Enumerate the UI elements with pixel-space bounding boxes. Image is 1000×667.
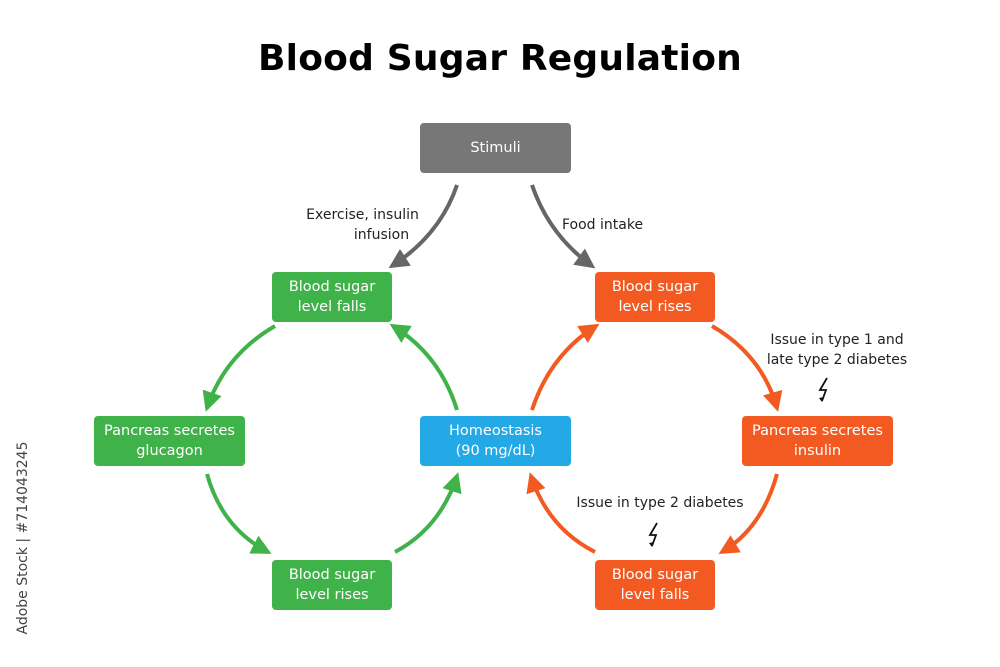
stimuli-label: Stimuli [470,140,521,156]
arrow-homeostasis-to-falls [389,323,459,411]
left-stimulus-line2: infusion [353,227,410,243]
arrow-rises-to-insulin [710,324,783,412]
lightning-bolt-icon [818,377,828,402]
arrow-stimuli-to-falls [388,184,459,269]
left-top-box: Blood sugar level falls [272,272,392,322]
stock-watermark: Adobe Stock | #714043245 [8,430,31,660]
stimuli-box: Stimuli [420,123,571,173]
homeostasis-line2: (90 mg/dL) [455,443,536,459]
lightning-bolt-icon [648,522,658,547]
left-side-line1: Pancreas secretes [104,423,235,439]
arrow-stimuli-to-rises [530,184,596,269]
left-stimulus-note: Exercise, insulin infusion [300,205,425,245]
right-side-box: Pancreas secretes insulin [742,416,893,466]
left-side-box: Pancreas secretes glucagon [94,416,245,466]
right-side-line1: Pancreas secretes [752,423,883,439]
right-top-box: Blood sugar level rises [595,272,715,322]
left-side-line2: glucagon [136,443,203,459]
arrow-falls-to-homeostasis [526,472,596,554]
right-bottom-line1: Blood sugar [611,567,699,583]
arrow-glucagon-to-rises [205,473,272,554]
issue-type1-note: Issue in type 1 and late type 2 diabetes [762,330,912,370]
issue-type1-line1: Issue in type 1 and [770,332,904,348]
arrow-homeostasis-to-rises [530,323,600,411]
left-bottom-line2: level rises [295,587,369,603]
page-title: Blood Sugar Regulation [258,38,742,79]
left-top-line2: level falls [297,299,367,315]
arrow-insulin-to-falls [718,473,779,555]
arrow-falls-to-glucagon [202,324,277,412]
right-bottom-box: Blood sugar level falls [595,560,715,610]
right-side-line2: insulin [793,443,842,459]
right-stimulus-note: Food intake [562,217,644,233]
right-bottom-line2: level falls [620,587,690,603]
left-top-line1: Blood sugar [288,279,376,295]
arrow-rises-to-homeostasis [394,472,462,554]
left-bottom-box: Blood sugar level rises [272,560,392,610]
issue-type1-line2: late type 2 diabetes [766,352,908,368]
homeostasis-line1: Homeostasis [449,423,542,439]
homeostasis-box: Homeostasis (90 mg/dL) [420,416,571,466]
left-stimulus-line1: Exercise, insulin [306,207,419,223]
issue-type2-note: Issue in type 2 diabetes [576,495,744,511]
right-top-line1: Blood sugar [611,279,699,295]
stock-watermark-text: Adobe Stock | #714043245 [15,441,31,635]
left-bottom-line1: Blood sugar [288,567,376,583]
right-top-line2: level rises [618,299,692,315]
